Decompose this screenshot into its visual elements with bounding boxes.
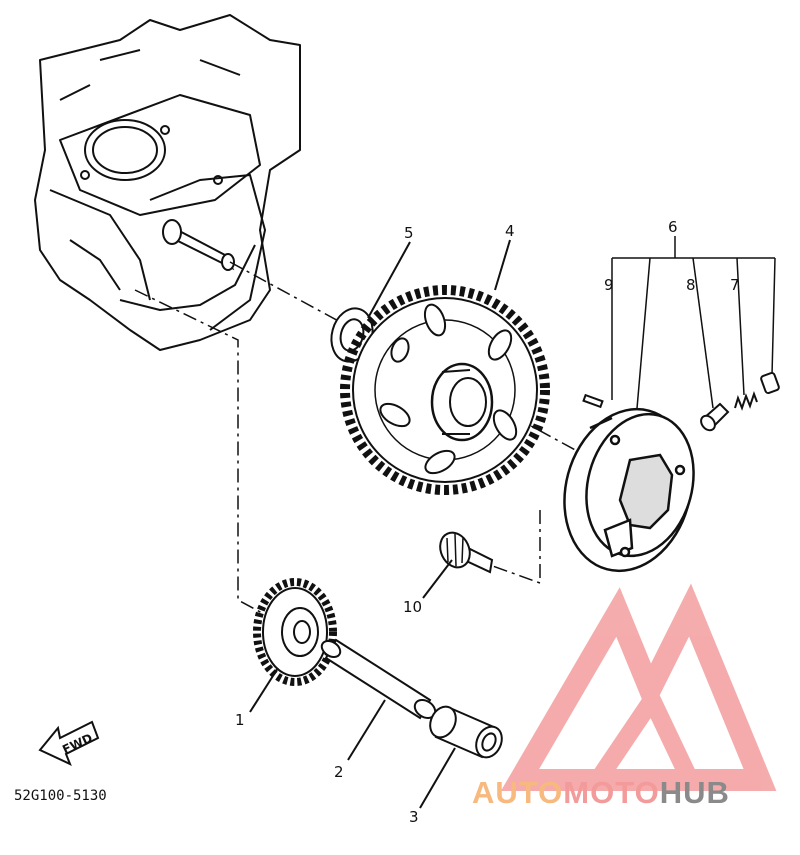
watermark-hub: HUB <box>660 775 730 810</box>
spring-part-7 <box>734 391 758 411</box>
callout-3: 3 <box>409 808 419 826</box>
pin-part-9 <box>582 393 604 409</box>
spring-cap-part-7 <box>760 371 780 395</box>
idle-gear-part-1 <box>253 578 337 686</box>
shaft-part-2 <box>320 638 437 720</box>
callout-4: 4 <box>505 222 515 240</box>
callout-6: 6 <box>668 218 678 236</box>
leader-lines <box>249 239 511 809</box>
fwd-arrow: FWD <box>38 720 100 766</box>
watermark-auto: AUTO <box>472 775 563 810</box>
part-code: 52G100-5130 <box>14 788 107 804</box>
engine-crankcase <box>34 14 301 351</box>
parts-bracket <box>611 236 776 421</box>
starter-clutch-part-6 <box>563 407 695 573</box>
callout-8: 8 <box>686 276 696 294</box>
callout-7: 7 <box>730 276 740 294</box>
starter-wheel-gear-part-4 <box>340 285 550 495</box>
callout-10: 10 <box>403 598 422 616</box>
watermark-logo <box>500 583 777 791</box>
assembly-lines <box>134 261 591 621</box>
callout-5: 5 <box>404 224 414 242</box>
callout-2: 2 <box>334 763 344 781</box>
callout-1: 1 <box>235 711 245 729</box>
callout-9: 9 <box>604 276 614 294</box>
watermark-text: AUTOMOTOHUB <box>472 775 730 810</box>
bushing-part-3 <box>429 705 503 759</box>
crankshaft-end <box>162 219 235 271</box>
roller-part-8 <box>700 402 730 432</box>
watermark-moto: MOTO <box>563 775 659 810</box>
bolt-part-10 <box>439 531 494 574</box>
